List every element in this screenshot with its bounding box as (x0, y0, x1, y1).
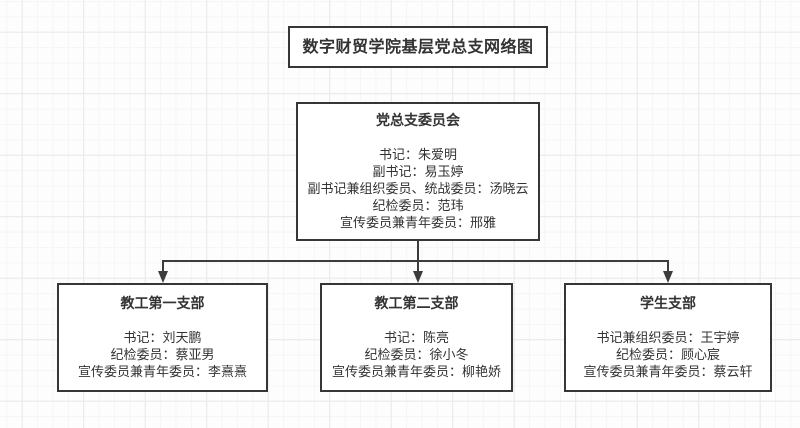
branch-member: 宣传委员兼青年委员：李熹熹 (77, 364, 247, 379)
diagram-title: 数字财贸学院基层党总支网络图 (302, 38, 534, 56)
committee-member: 副书记：易玉婷 (372, 164, 464, 179)
branch-member: 书记：陈亮 (383, 330, 449, 345)
branch-member: 纪检委员：顾心宸 (615, 347, 720, 362)
committee-member: 宣传委员兼青年委员：邢雅 (339, 215, 496, 230)
arrowhead-branch2 (413, 271, 423, 283)
branch-member: 宣传委员兼青年委员：蔡云轩 (583, 364, 753, 379)
committee-member: 纪检委员：范玮 (372, 198, 464, 213)
branch-title: 教工第一支部 (120, 295, 205, 311)
branch-title: 学生支部 (640, 295, 696, 311)
org-node-branch-faculty-1[interactable]: 教工第一支部 书记：刘天鹏 纪检委员：蔡亚男 宣传委员兼青年委员：李熹熹 (57, 283, 268, 392)
org-node-branch-student[interactable]: 学生支部 书记兼组织委员：王宇婷 纪检委员：顾心宸 宣传委员兼青年委员：蔡云轩 (564, 283, 772, 392)
branch-member: 宣传委员兼青年委员：柳艳娇 (331, 364, 501, 379)
arrowhead-branch1 (158, 271, 168, 283)
branch-member: 书记兼组织委员：王宇婷 (596, 330, 740, 345)
branch-member: 纪检委员：蔡亚男 (110, 347, 215, 362)
org-node-branch-faculty-2[interactable]: 教工第二支部 书记：陈亮 纪检委员：徐小冬 宣传委员兼青年委员：柳艳娇 (320, 283, 513, 392)
org-node-committee[interactable]: 党总支委员会 书记：朱爱明 副书记：易玉婷 副书记兼组织委员、统战委员：汤晓云 … (296, 102, 540, 241)
committee-member: 副书记兼组织委员、统战委员：汤晓云 (307, 181, 529, 196)
branch-title: 教工第二支部 (374, 295, 459, 311)
arrowhead-branch3 (663, 271, 673, 283)
diagram-title-box[interactable]: 数字财贸学院基层党总支网络图 (288, 26, 548, 68)
committee-title: 党总支委员会 (376, 112, 460, 128)
committee-member: 书记：朱爱明 (378, 147, 457, 162)
branch-member: 纪检委员：徐小冬 (364, 347, 469, 362)
branch-member: 书记：刘天鹏 (123, 330, 202, 345)
